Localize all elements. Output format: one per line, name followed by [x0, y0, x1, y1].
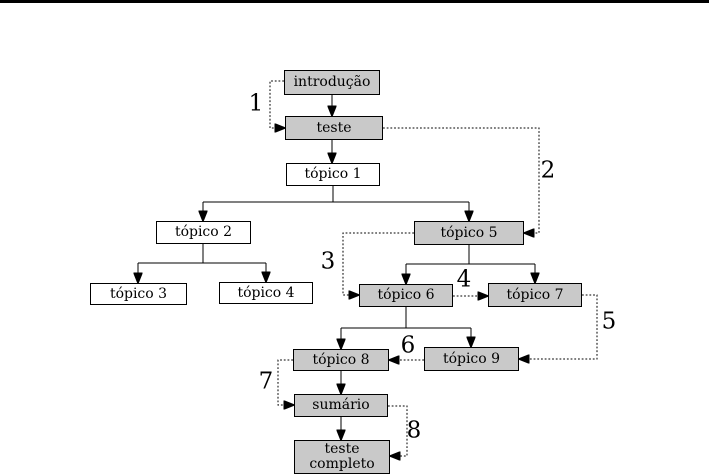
node-topico-8: tópico 8	[293, 349, 389, 371]
node-topico-4: tópico 4	[219, 282, 313, 304]
node-label: tópico 5	[440, 224, 498, 241]
node-label: introdução	[293, 74, 371, 90]
numbered-edge-3	[342, 232, 414, 295]
node-topico-5: tópico 5	[414, 221, 524, 245]
step-label-2: 2	[540, 157, 556, 184]
node-topico-2: tópico 2	[156, 221, 251, 244]
node-label: tópico 7	[506, 286, 564, 303]
numbered-edge-1	[269, 80, 285, 128]
node-label: tópico 9	[442, 350, 501, 367]
node-topico-3: tópico 3	[90, 283, 187, 305]
step-label-3: 3	[320, 248, 336, 275]
node-label: teste	[316, 119, 352, 136]
step-label-7: 7	[258, 368, 274, 395]
step-label-5: 5	[601, 308, 617, 335]
numbered-edge-2	[383, 127, 540, 233]
node-label: teste completo	[309, 441, 375, 472]
node-label: tópico 6	[377, 287, 435, 303]
node-introducao: introdução	[284, 70, 380, 95]
numbered-edge-5	[519, 294, 598, 359]
node-topico-9: tópico 9	[424, 347, 519, 371]
step-label-8: 8	[406, 417, 422, 444]
numbered-edge-8	[388, 405, 408, 456]
numbered-edge-7	[277, 359, 294, 405]
node-label: tópico 3	[109, 285, 168, 302]
node-topico-1: tópico 1	[286, 163, 380, 186]
node-label: tópico 1	[304, 166, 362, 182]
node-label: tópico 4	[237, 284, 295, 301]
node-label: tópico 8	[312, 351, 370, 368]
top-rule-line	[0, 0, 709, 3]
node-topico-6: tópico 6	[359, 284, 453, 307]
node-sumario: sumário	[294, 394, 388, 417]
step-label-1: 1	[248, 90, 264, 117]
node-label: sumário	[312, 397, 370, 413]
node-label: tópico 2	[174, 224, 233, 240]
step-label-6: 6	[400, 332, 416, 359]
node-teste-completo: teste completo	[294, 440, 390, 474]
step-label-4: 4	[456, 266, 472, 293]
node-topico-7: tópico 7	[488, 283, 582, 307]
node-teste: teste	[285, 116, 383, 140]
